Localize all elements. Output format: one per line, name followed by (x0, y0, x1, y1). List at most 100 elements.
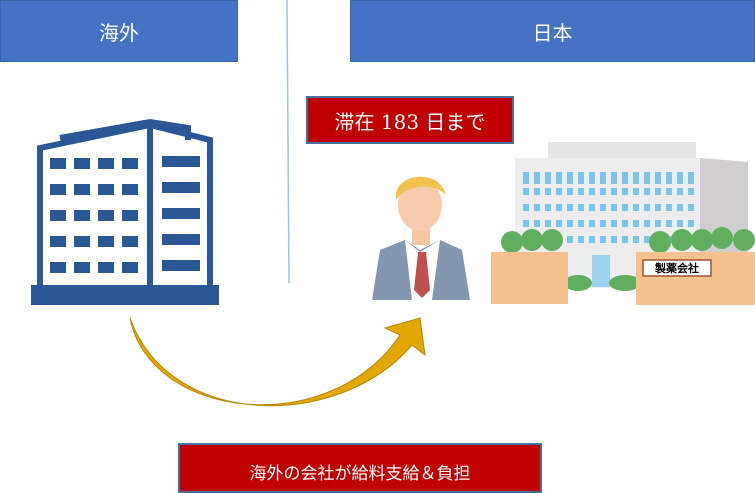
window (578, 236, 584, 243)
overseas-building-windows (50, 156, 200, 273)
window (677, 188, 683, 195)
window (98, 158, 114, 169)
window (622, 172, 628, 184)
window (622, 204, 628, 211)
window (50, 158, 66, 169)
window (655, 172, 661, 184)
window (545, 172, 551, 184)
window (74, 236, 90, 247)
window (122, 158, 138, 169)
window (74, 184, 90, 195)
window (688, 188, 694, 195)
window (644, 172, 650, 184)
window (523, 188, 529, 195)
window (633, 204, 639, 211)
window (578, 220, 584, 227)
window (611, 236, 617, 243)
window (589, 220, 595, 227)
window (567, 188, 573, 195)
window (633, 220, 639, 227)
window (98, 184, 114, 195)
window (655, 220, 661, 227)
window (122, 262, 138, 273)
window (666, 220, 672, 227)
window (567, 204, 573, 211)
window (545, 188, 551, 195)
window (74, 210, 90, 221)
window (162, 234, 200, 245)
window (545, 220, 551, 227)
window (545, 204, 551, 211)
window (688, 220, 694, 227)
window (644, 220, 650, 227)
window (578, 188, 584, 195)
window (677, 220, 683, 227)
window (589, 204, 595, 211)
window (50, 236, 66, 247)
window (589, 188, 595, 195)
window (98, 210, 114, 221)
window (567, 172, 573, 184)
window (589, 236, 595, 243)
window (666, 188, 672, 195)
window (98, 236, 114, 247)
window (688, 204, 694, 211)
window (162, 208, 200, 219)
window (677, 204, 683, 211)
window (633, 236, 639, 243)
window (162, 182, 200, 193)
stay-label: 滞在 183 日まで (306, 96, 514, 144)
window (666, 172, 672, 184)
window (633, 188, 639, 195)
window (50, 262, 66, 273)
window (578, 204, 584, 211)
pharma-company-building-icon (491, 142, 755, 305)
header-japan: 日本 (350, 0, 755, 62)
window (556, 204, 562, 211)
window (74, 158, 90, 169)
curved-arrow-icon (129, 317, 426, 407)
window (578, 172, 584, 184)
window (600, 188, 606, 195)
window (556, 188, 562, 195)
window (644, 204, 650, 211)
window (556, 220, 562, 227)
company-sign: 製薬会社 (655, 262, 699, 275)
window (567, 220, 573, 227)
window (622, 188, 628, 195)
window (556, 172, 562, 184)
window (534, 220, 540, 227)
window (589, 172, 595, 184)
window (611, 220, 617, 227)
window (611, 172, 617, 184)
window (523, 204, 529, 211)
window (655, 188, 661, 195)
window (655, 204, 661, 211)
window (611, 204, 617, 211)
window (600, 220, 606, 227)
businessman-icon (372, 176, 470, 300)
window (162, 260, 200, 271)
window (567, 236, 573, 243)
window (622, 236, 628, 243)
window (122, 184, 138, 195)
window (534, 172, 540, 184)
window (534, 204, 540, 211)
window (50, 210, 66, 221)
window (122, 210, 138, 221)
window (644, 188, 650, 195)
salary-label: 海外の会社が給料支給＆負担 (178, 443, 542, 493)
window (633, 172, 639, 184)
window (600, 204, 606, 211)
window (534, 188, 540, 195)
window (600, 172, 606, 184)
divider-line (286, 0, 290, 284)
window (600, 236, 606, 243)
window (122, 236, 138, 247)
window (666, 204, 672, 211)
window (162, 156, 200, 167)
window (611, 188, 617, 195)
header-overseas: 海外 (0, 0, 238, 62)
window (622, 220, 628, 227)
